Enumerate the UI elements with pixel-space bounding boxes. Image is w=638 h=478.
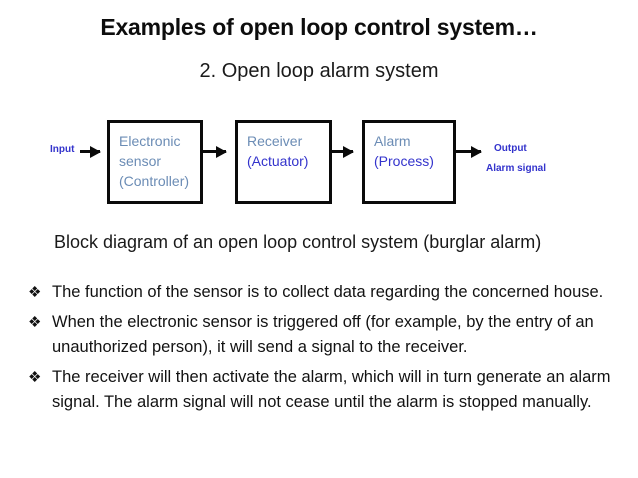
block-line-2: (Process) <box>374 153 434 169</box>
sensor-to-receiver-arrow-icon <box>203 145 227 158</box>
list-item: ❖ The function of the sensor is to colle… <box>28 280 622 305</box>
list-item-text: The receiver will then activate the alar… <box>52 368 611 411</box>
list-item: ❖ The receiver will then activate the al… <box>28 365 622 415</box>
bullet-list: ❖ The function of the sensor is to colle… <box>28 280 622 420</box>
diamond-bullet-icon: ❖ <box>28 369 42 386</box>
list-item: ❖ When the electronic sensor is triggere… <box>28 310 622 360</box>
input-arrow-icon <box>80 145 101 158</box>
receiver-to-alarm-arrow-icon <box>332 145 354 158</box>
page-subtitle: 2. Open loop alarm system <box>199 60 439 82</box>
list-item-text: When the electronic sensor is triggered … <box>52 313 594 356</box>
block-line-2: (Actuator) <box>247 153 309 169</box>
diagram-caption: Block diagram of an open loop control sy… <box>54 232 542 252</box>
block-line-1: Alarm <box>374 133 411 149</box>
block-line-1: Receiver <box>247 133 303 149</box>
output-label: Output <box>494 143 527 154</box>
block-line-1: Electronic <box>119 133 181 149</box>
list-item-text: The function of the sensor is to collect… <box>52 283 604 301</box>
block-line-2: sensor <box>119 153 162 169</box>
output-sublabel: Alarm signal <box>486 163 547 174</box>
input-label: Input <box>50 144 75 155</box>
output-arrow-icon <box>456 145 482 158</box>
page-title: Examples of open loop control system… <box>100 14 538 40</box>
diamond-bullet-icon: ❖ <box>28 284 42 301</box>
block-diagram: Input Electronic sensor (Controller) Rec… <box>0 112 638 212</box>
diagram-block-alarm: Alarm (Process) <box>362 120 456 204</box>
block-line-3: (Controller) <box>119 173 190 189</box>
diagram-block-electronic-sensor: Electronic sensor (Controller) <box>107 120 203 204</box>
diagram-block-receiver: Receiver (Actuator) <box>235 120 332 204</box>
diamond-bullet-icon: ❖ <box>28 314 42 331</box>
